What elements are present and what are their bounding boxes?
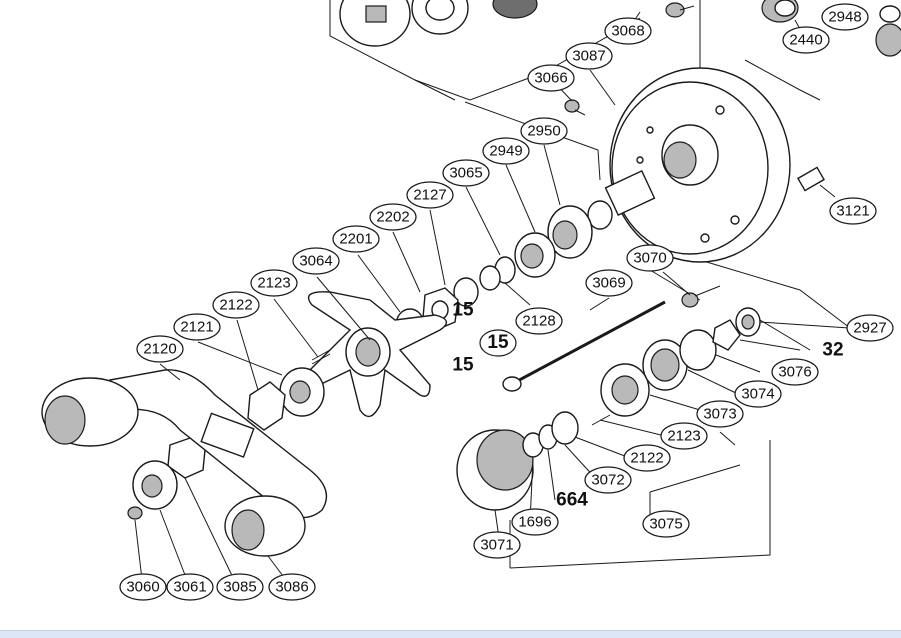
- svg-text:2120: 2120: [143, 341, 176, 358]
- svg-text:3076: 3076: [778, 364, 811, 381]
- callout-3068: 3068: [604, 17, 652, 45]
- svg-text:2128: 2128: [522, 313, 555, 330]
- washer-32: [712, 319, 741, 351]
- bold-label-32: 32: [822, 340, 843, 361]
- callout-3121: 3121: [829, 197, 877, 225]
- svg-text:2201: 2201: [339, 231, 372, 248]
- svg-text:2949: 2949: [489, 143, 522, 160]
- knob-3071: [456, 429, 534, 511]
- svg-text:3070: 3070: [633, 250, 666, 267]
- callout-3074: 3074: [734, 380, 782, 408]
- callout-2948: 2948: [821, 3, 869, 31]
- svg-text:2127: 2127: [413, 187, 446, 204]
- callout-3066: 3066: [527, 64, 575, 92]
- bearing-2927: [735, 307, 761, 337]
- svg-text:3087: 3087: [572, 48, 605, 65]
- callout-2121: 2121: [173, 313, 221, 341]
- side-plate: [609, 67, 791, 263]
- svg-text:3121: 3121: [836, 203, 869, 220]
- callout-2927: 2927: [846, 314, 894, 342]
- callout-2128: 2128: [515, 307, 563, 335]
- retainer-3061: [132, 460, 178, 510]
- handle-arm-2120: [41, 369, 328, 557]
- bold-label-15-oval: 15: [487, 332, 509, 353]
- callout-3075: 3075: [642, 510, 690, 538]
- callout-3069: 3069: [585, 269, 633, 297]
- window-bottom-edge: [0, 630, 901, 638]
- svg-text:3085: 3085: [223, 579, 256, 596]
- guide-lines: [329, 0, 851, 569]
- callout-2949: 2949: [482, 137, 530, 165]
- callout-3061: 3061: [166, 573, 214, 601]
- callout-3070: 3070: [626, 244, 674, 272]
- svg-text:3069: 3069: [592, 275, 625, 292]
- svg-text:3073: 3073: [703, 406, 736, 423]
- svg-text:3061: 3061: [173, 579, 206, 596]
- svg-text:2950: 2950: [527, 123, 560, 140]
- callout-2123-upper: 2123: [250, 269, 298, 297]
- callout-3085: 3085: [216, 573, 264, 601]
- plate-2121: [279, 367, 325, 417]
- ring-3076: [679, 329, 717, 371]
- screw-3066: [564, 99, 586, 116]
- callout-2201: 2201: [332, 225, 380, 253]
- callout-2122-lower: 2122: [623, 444, 671, 472]
- callout-2123-lower: 2123: [660, 422, 708, 450]
- svg-text:2123: 2123: [257, 275, 290, 292]
- callout-2202: 2202: [369, 203, 417, 231]
- rod-3069: [502, 300, 666, 392]
- svg-text:2122: 2122: [630, 450, 663, 467]
- svg-text:3068: 3068: [611, 23, 644, 40]
- svg-text:3075: 3075: [649, 516, 682, 533]
- svg-text:2123: 2123: [667, 428, 700, 445]
- svg-text:3072: 3072: [591, 472, 624, 489]
- callout-2120: 2120: [136, 335, 184, 363]
- svg-text:3066: 3066: [534, 70, 567, 87]
- screw-3060: [127, 506, 143, 520]
- small-spring-2123: [311, 349, 331, 365]
- svg-text:3065: 3065: [449, 165, 482, 182]
- callout-3076: 3076: [771, 358, 819, 386]
- svg-text:2202: 2202: [376, 209, 409, 226]
- callout-2127: 2127: [406, 181, 454, 209]
- callout-3064: 3064: [292, 247, 340, 275]
- svg-text:1696: 1696: [518, 514, 551, 531]
- svg-text:2927: 2927: [853, 320, 886, 337]
- bold-label-15-a: 15: [452, 300, 474, 321]
- top-right-gears: [761, 0, 901, 57]
- callout-2122-upper: 2122: [212, 291, 260, 319]
- callout-3060: 3060: [119, 573, 167, 601]
- callout-2950: 2950: [520, 117, 568, 145]
- top-left-spool-parts: [339, 0, 538, 47]
- callout-3071: 3071: [473, 531, 521, 559]
- bold-label-664: 664: [556, 490, 588, 511]
- svg-text:3060: 3060: [126, 579, 159, 596]
- callout-3065: 3065: [442, 159, 490, 187]
- svg-text:3071: 3071: [480, 537, 513, 554]
- svg-text:2948: 2948: [828, 9, 861, 26]
- callout-3087: 3087: [565, 42, 613, 70]
- washer-2122: [247, 381, 286, 431]
- bearing-3073: [600, 363, 650, 417]
- svg-text:2121: 2121: [180, 319, 213, 336]
- svg-text:3074: 3074: [741, 386, 774, 403]
- svg-text:2122: 2122: [219, 297, 252, 314]
- callout-2440: 2440: [782, 26, 830, 54]
- washer-3072: [551, 411, 579, 445]
- callout-1696: 1696: [511, 508, 559, 536]
- star-drag-3064: [295, 291, 448, 418]
- callout-3073: 3073: [696, 400, 744, 428]
- callout-3086: 3086: [268, 573, 316, 601]
- callout-3072: 3072: [584, 466, 632, 494]
- screw-3070: [681, 285, 721, 308]
- svg-text:3086: 3086: [275, 579, 308, 596]
- screw-3068: [665, 2, 695, 18]
- svg-text:3064: 3064: [299, 253, 332, 270]
- collar-3121: [797, 166, 825, 192]
- bold-label-15-b: 15: [452, 355, 474, 376]
- svg-text:2440: 2440: [789, 32, 822, 49]
